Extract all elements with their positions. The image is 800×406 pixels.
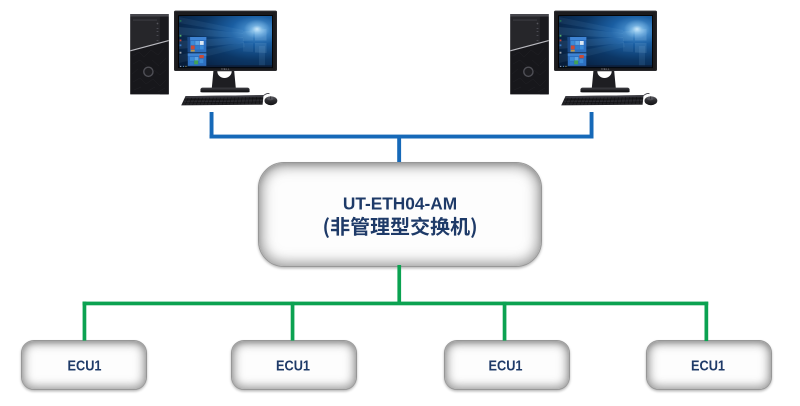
- svg-text:UT-ETH04-AM: UT-ETH04-AM: [343, 194, 457, 214]
- svg-text:ECU1: ECU1: [691, 358, 725, 375]
- svg-text:ECU1: ECU1: [489, 358, 523, 375]
- svg-text:ECU1: ECU1: [276, 358, 310, 375]
- svg-text:ECU1: ECU1: [68, 358, 102, 375]
